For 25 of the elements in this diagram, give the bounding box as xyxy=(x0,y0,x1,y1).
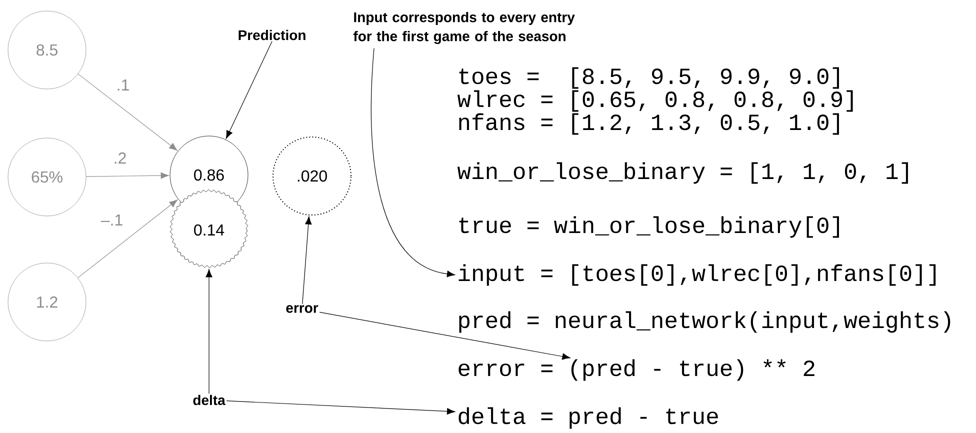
code-line: win_or_lose_binary = [1, 1, 0, 1] xyxy=(457,162,908,184)
arrow xyxy=(78,74,178,151)
code-line: wlrec = [0.65, 0.8, 0.8, 0.9] xyxy=(457,90,853,112)
arrow xyxy=(371,48,456,278)
code-line: pred = neural_network(input,weights) xyxy=(459,311,950,333)
callout-text: Input corresponds to every entry for the first game of the season xyxy=(353,12,575,44)
arrow xyxy=(226,41,272,139)
code-line: true = win_or_lose_binary[0] xyxy=(459,216,839,238)
code-line: error = (pred - true) ** 2 xyxy=(458,359,814,381)
arrow xyxy=(206,269,212,394)
callout-text: delta xyxy=(193,394,226,406)
arrow xyxy=(319,312,570,360)
code-line: input = [toes[0],wlrec[0],nfans[0]] xyxy=(458,264,936,286)
arrow xyxy=(302,216,312,304)
arrow xyxy=(226,400,456,415)
code-line: nfans = [1.2, 1.3, 0.5, 1.0] xyxy=(459,113,839,135)
edge-label: –.1 xyxy=(100,214,124,226)
callout-text: error xyxy=(286,305,318,313)
edge-label: .1 xyxy=(115,78,131,92)
arrow xyxy=(78,200,178,278)
code-line: toes = [8.5, 9.5, 9.9, 9.0] xyxy=(459,67,839,89)
edge-label: .2 xyxy=(112,151,128,165)
callout-text: Prediction xyxy=(238,30,306,40)
code-line: delta = pred - true xyxy=(458,407,718,429)
arrow xyxy=(86,172,169,179)
